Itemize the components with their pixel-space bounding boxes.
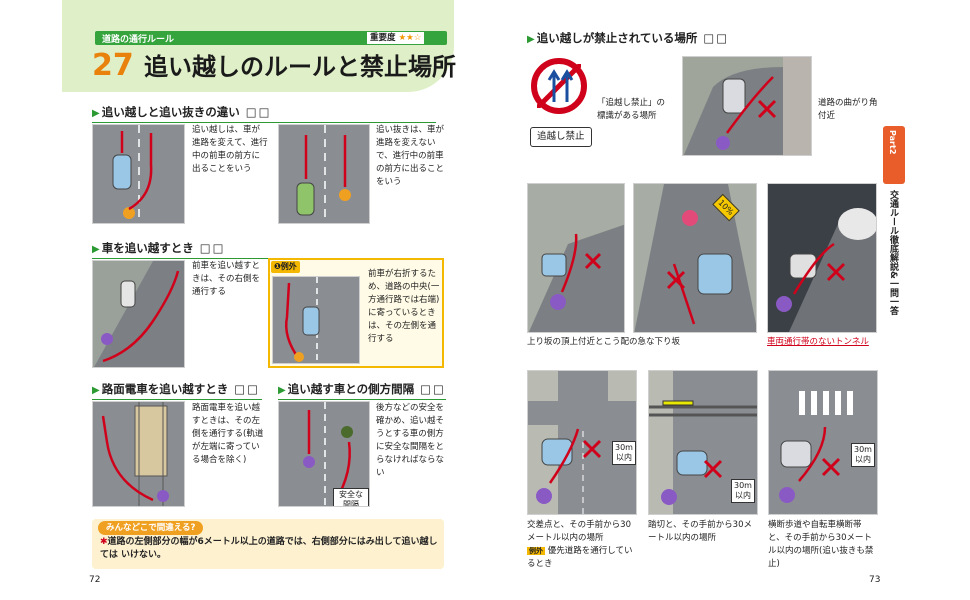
section-title-text: 追い越す車との側方間隔: [287, 382, 415, 396]
importance-badge: 重要度 ★★☆: [366, 31, 426, 45]
importance-stars: ★★☆: [398, 33, 422, 43]
part-tab-label: Part2: [888, 130, 897, 155]
tunnel-caption: 車両通行帯のないトンネル: [767, 337, 869, 347]
sign-label: 追越し禁止: [530, 127, 592, 147]
illus-tram: [92, 401, 185, 507]
illus-passing-right: [92, 260, 185, 368]
intersection-exception-text: 優先道路を通行しているとき: [527, 546, 633, 569]
text-overtake: 追い越しは、車が進路を変えて、進行中の前車の前方に出ることをいう: [192, 125, 268, 174]
page-title: 追い越しのルールと禁止場所: [144, 53, 456, 81]
slope-caption-text: 上り坂の頂上付近とこう配の急な下り坂: [527, 337, 681, 347]
header-band: [62, 0, 454, 92]
illus-pass: [278, 124, 370, 224]
exception-label: 例外: [280, 262, 297, 271]
distance-label: 30m以内: [612, 441, 636, 465]
intersection-caption-text: 交差点と、その手前から30メートル以内の場所: [527, 520, 631, 543]
section-title-text: 追い越しと追い抜きの違い: [101, 105, 240, 119]
part-tab: [883, 126, 905, 184]
section-title-text: 車を追い越すとき: [101, 241, 194, 255]
crossing-caption: 踏切と、その手前から30メートル以内の場所: [648, 520, 752, 543]
illus-curve: [682, 56, 812, 156]
safe-gap-label: 安全な間隔: [333, 488, 369, 506]
illus-intersection: 30m以内: [527, 370, 637, 515]
text-exception: 前車が右折するため、道路の中央(一方通行路では右端)に寄っているときは、その左側…: [368, 269, 440, 344]
faq-title: みんなどこで間違える?: [98, 521, 204, 535]
faq-text: ✱道路の左側部分の幅が6メートル以上の道路では、右側部分にはみ出して追い越しては…: [100, 536, 440, 562]
illus-tunnel: [767, 183, 877, 333]
crosswalk-caption: 横断歩道や自転車横断帯と、その手前から30メートル以内の場所(追い抜きも禁止): [768, 520, 874, 569]
text-pass: 追い抜きは、車が進路を変えないで、進行中の前車の前方に出ることをいう: [376, 125, 445, 187]
exception-badge: ❶例外: [271, 261, 300, 273]
text-side-gap: 後方などの安全を確かめ、追い越そうとする車の側方に安全な間隔をとらなければならな…: [376, 403, 445, 478]
section-title-side-gap: ▶追い越す車との側方間隔□□: [278, 381, 446, 400]
side-tab-text: 交通ルール徹底解説&一問一答: [888, 190, 898, 315]
section-title-text: 追い越しが禁止されている場所: [536, 31, 698, 45]
bullet-icon: ✱: [100, 537, 108, 547]
importance-label: 重要度: [370, 33, 396, 43]
curve-caption: 道路の曲がり角付近: [818, 98, 878, 121]
checkboxes: □□: [420, 382, 446, 396]
warning-icon: ❶: [274, 262, 281, 271]
illus-railroad-crossing: 30m以内: [648, 370, 758, 515]
text-passing-right: 前車を追い越すときは、その右側を通行する: [192, 261, 261, 297]
category-bar: [95, 31, 447, 45]
illus-exception: [272, 276, 360, 364]
checkboxes: □□: [703, 31, 730, 45]
intersection-caption: 交差点と、その手前から30メートル以内の場所 例外 優先道路を通行しているとき: [527, 519, 637, 571]
illus-downhill: 10%: [633, 183, 757, 333]
section-title-prohibited: ▶追い越しが禁止されている場所□□: [527, 31, 730, 45]
category-label: 道路の通行ルール: [102, 35, 175, 45]
text-tram: 路面電車を追い越すときは、その左側を通行する(軌道が左端に寄っている場合を除く): [192, 403, 264, 465]
no-overtaking-sign-icon: [531, 58, 587, 114]
chapter-number: 27: [92, 48, 134, 83]
section-title-tram: ▶路面電車を追い越すとき□□: [92, 381, 262, 400]
section-title-passing-car: ▶車を追い越すとき□□: [92, 240, 436, 259]
section-title-overtake-vs-pass: ▶追い越しと追い抜きの違い□□: [92, 104, 436, 123]
section-title-text: 路面電車を追い越すとき: [101, 382, 229, 396]
distance-label: 30m以内: [731, 479, 755, 503]
illus-crosswalk: 30m以内: [768, 370, 878, 515]
faq-text-body: 道路の左側部分の幅が6メートル以上の道路では、右側部分にはみ出して追い越しては …: [100, 537, 438, 560]
page-number-left: 72: [89, 575, 101, 585]
illus-uphill: [527, 183, 625, 333]
distance-label: 30m以内: [851, 443, 875, 467]
sign-caption: 「追越し禁止」の標識がある場所: [597, 98, 666, 121]
checkboxes: □□: [245, 105, 272, 119]
slope-caption: 上り坂の頂上付近とこう配の急な下り坂: [527, 336, 757, 349]
checkboxes: □□: [199, 241, 226, 255]
illus-overtake: [92, 124, 185, 224]
illus-side-gap: 安全な間隔: [278, 401, 370, 507]
exception-badge-small: 例外: [527, 547, 545, 555]
checkboxes: □□: [234, 382, 260, 396]
page-number-right: 73: [869, 575, 881, 585]
